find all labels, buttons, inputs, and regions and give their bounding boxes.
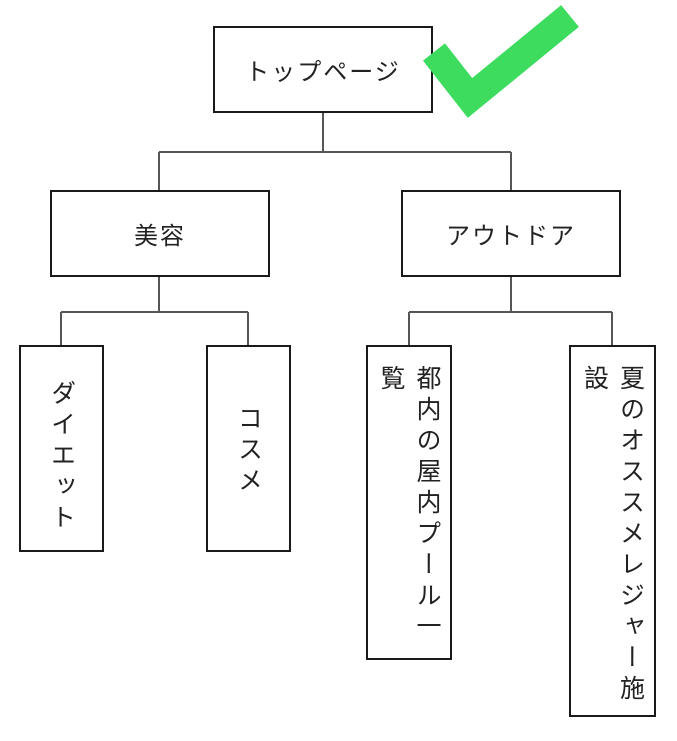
node-outdoor: アウトドア bbox=[401, 190, 621, 277]
node-top-page: トップページ bbox=[213, 26, 433, 113]
node-outdoor-label: アウトドア bbox=[446, 222, 576, 250]
node-diet-label: ダイエット bbox=[47, 380, 77, 535]
node-summer-leisure: 夏のオススメレジャー施設 bbox=[569, 345, 656, 717]
node-beauty: 美容 bbox=[50, 190, 270, 277]
node-indoor-pool-label: 都内の屋内プール一覧 bbox=[377, 365, 442, 644]
node-top-page-label: トップページ bbox=[245, 58, 401, 86]
checkmark-icon bbox=[422, 5, 579, 118]
node-summer-leisure-label: 夏のオススメレジャー施設 bbox=[580, 365, 646, 706]
node-cosme-label: コスメ bbox=[234, 405, 264, 498]
node-cosme: コスメ bbox=[206, 345, 291, 552]
node-beauty-label: 美容 bbox=[134, 222, 186, 250]
node-diet: ダイエット bbox=[19, 345, 104, 552]
node-indoor-pool: 都内の屋内プール一覧 bbox=[366, 345, 452, 660]
